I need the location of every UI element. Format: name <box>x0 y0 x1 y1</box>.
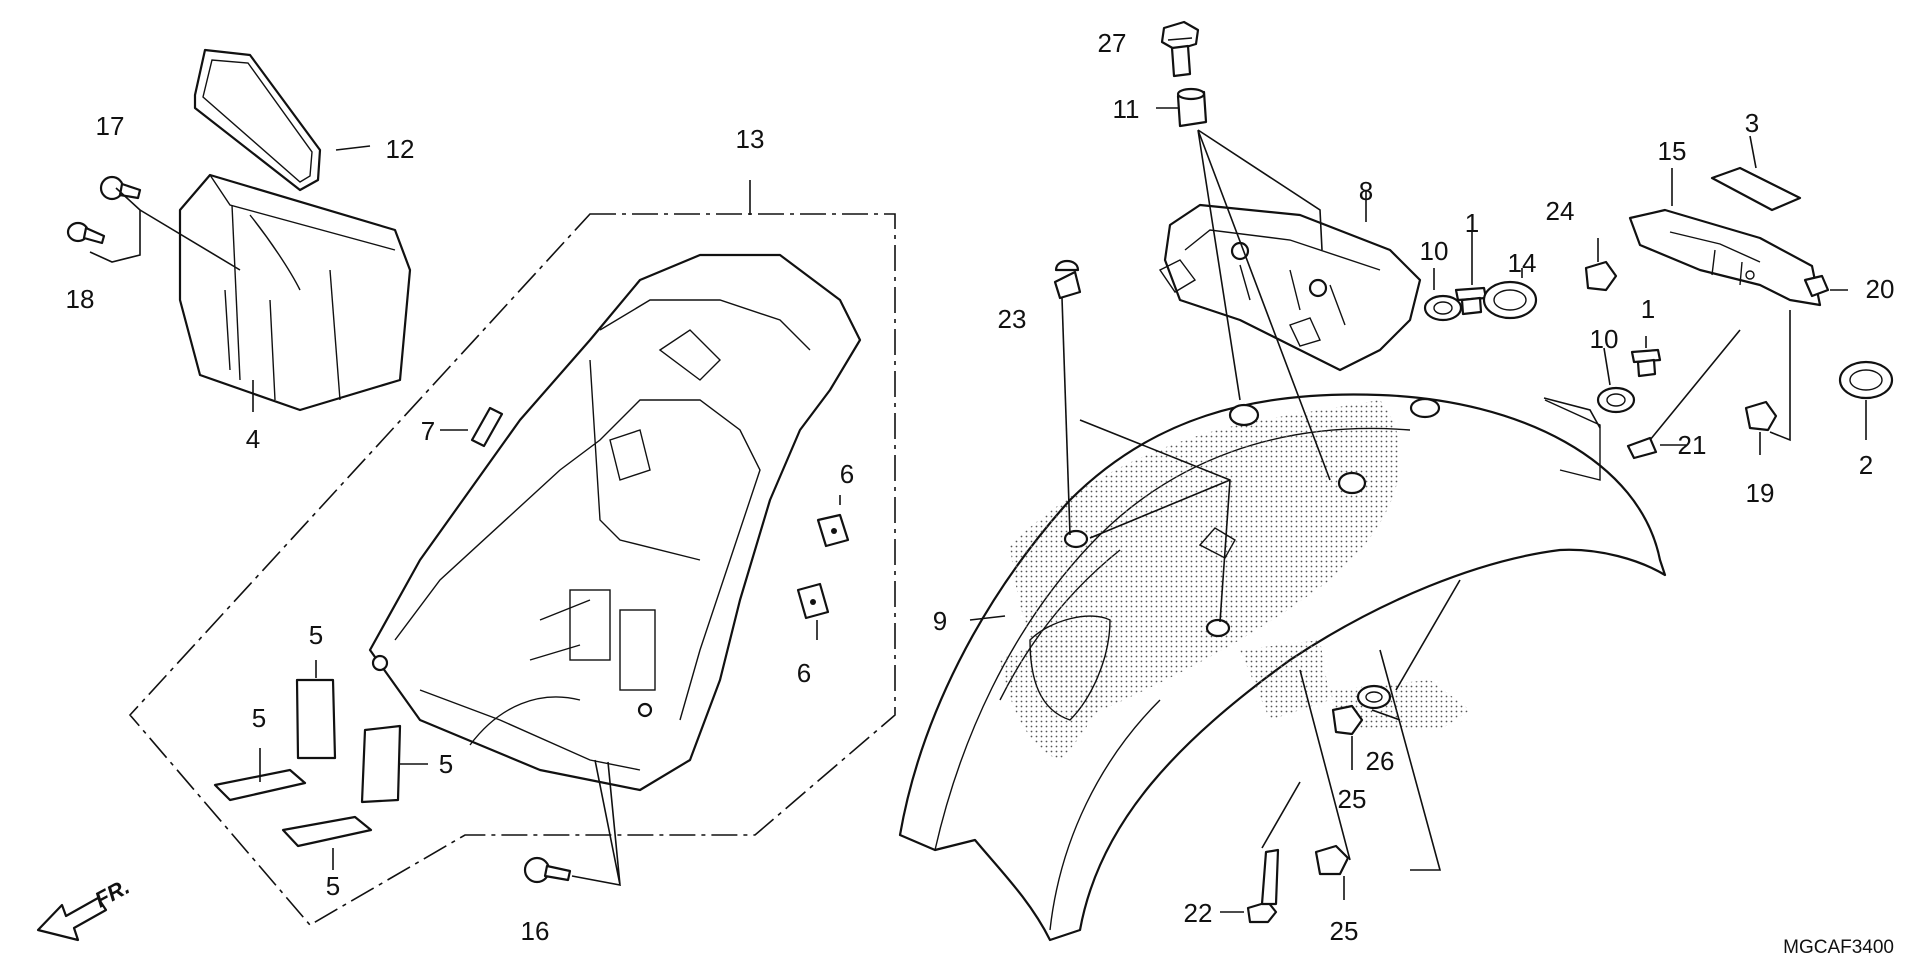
callout-17: 17 <box>96 111 125 141</box>
part-21-clip <box>1626 436 1658 460</box>
part-5-pad-vertical-b <box>360 724 402 804</box>
leader-lines <box>89 37 1867 913</box>
part-5-pad-flat-a <box>213 768 307 802</box>
callout-11: 11 <box>1113 94 1140 124</box>
callout-6-lower: 6 <box>797 658 811 688</box>
callout-1-upper: 1 <box>1465 208 1479 238</box>
callout-27: 27 <box>1098 28 1127 58</box>
part-6-nut-upper <box>816 513 850 548</box>
callout-18: 18 <box>66 284 95 314</box>
part-26-washer <box>1356 684 1392 710</box>
part-12-gasket <box>193 48 322 192</box>
part-8-bracket <box>1158 203 1422 372</box>
part-24-nut <box>1584 260 1618 292</box>
part-11-collar <box>1176 87 1208 128</box>
part-20-nut <box>1803 274 1830 298</box>
part-22-bolt <box>1246 848 1280 924</box>
part-27-bolt <box>1160 20 1200 78</box>
callout-24: 24 <box>1546 196 1575 226</box>
part-16-screw <box>523 856 572 884</box>
callout-7: 7 <box>421 416 435 446</box>
callout-labels: 17 18 12 4 13 7 6 6 5 5 5 5 16 27 11 8 2… <box>66 28 1895 946</box>
callout-5-upper: 5 <box>309 620 323 650</box>
callout-25-upper: 25 <box>1338 784 1367 814</box>
part-7-clip <box>470 406 504 448</box>
part-25-nut-upper <box>1331 704 1364 736</box>
callout-3: 3 <box>1745 108 1759 138</box>
part-25-nut-lower <box>1314 844 1350 876</box>
part-1-collar-lower <box>1630 348 1662 378</box>
callout-5-left: 5 <box>252 703 266 733</box>
callout-6-upper: 6 <box>840 459 854 489</box>
part-3-reflector <box>1710 166 1802 212</box>
part-18-screw <box>66 221 106 245</box>
part-5-pad-flat-b <box>281 815 373 848</box>
part-10-grommet-upper <box>1423 294 1463 322</box>
callout-23: 23 <box>998 304 1027 334</box>
front-direction-arrow-icon <box>36 896 108 942</box>
callout-5-bottom: 5 <box>326 871 340 901</box>
part-4-tray <box>178 173 412 412</box>
callout-16: 16 <box>521 916 550 946</box>
callout-8: 8 <box>1359 176 1373 206</box>
callout-22: 22 <box>1184 898 1213 928</box>
callout-26: 26 <box>1366 746 1395 776</box>
callout-10-lower: 10 <box>1590 324 1619 354</box>
part-9-rear-fender <box>898 393 1667 942</box>
callout-20: 20 <box>1866 274 1895 304</box>
callout-13: 13 <box>736 124 765 154</box>
part-19-nut <box>1744 400 1778 432</box>
callout-12: 12 <box>386 134 415 164</box>
part-13-inner-fender <box>368 253 862 792</box>
callout-10-upper: 10 <box>1420 236 1449 266</box>
callout-1-lower: 1 <box>1641 294 1655 324</box>
part-23-nut <box>1053 259 1082 300</box>
callout-25-lower: 25 <box>1330 916 1359 946</box>
part-17-bolt <box>99 175 142 201</box>
part-5-pad-vertical-a <box>295 678 337 760</box>
part-15-license-bracket <box>1628 208 1822 307</box>
callout-15: 15 <box>1658 136 1687 166</box>
callout-2: 2 <box>1859 450 1873 480</box>
callout-9: 9 <box>933 606 947 636</box>
part-6-nut-lower <box>796 582 830 620</box>
catalog-code: MGCAF3400 <box>1783 937 1894 958</box>
callout-5-right: 5 <box>439 749 453 779</box>
part-10-grommet-lower <box>1596 386 1636 414</box>
part-2-reflector <box>1838 360 1894 400</box>
callout-19: 19 <box>1746 478 1775 508</box>
part-14-grommet <box>1482 280 1538 320</box>
callout-14: 14 <box>1508 248 1537 278</box>
callout-4: 4 <box>246 424 260 454</box>
callout-21: 21 <box>1678 430 1707 460</box>
